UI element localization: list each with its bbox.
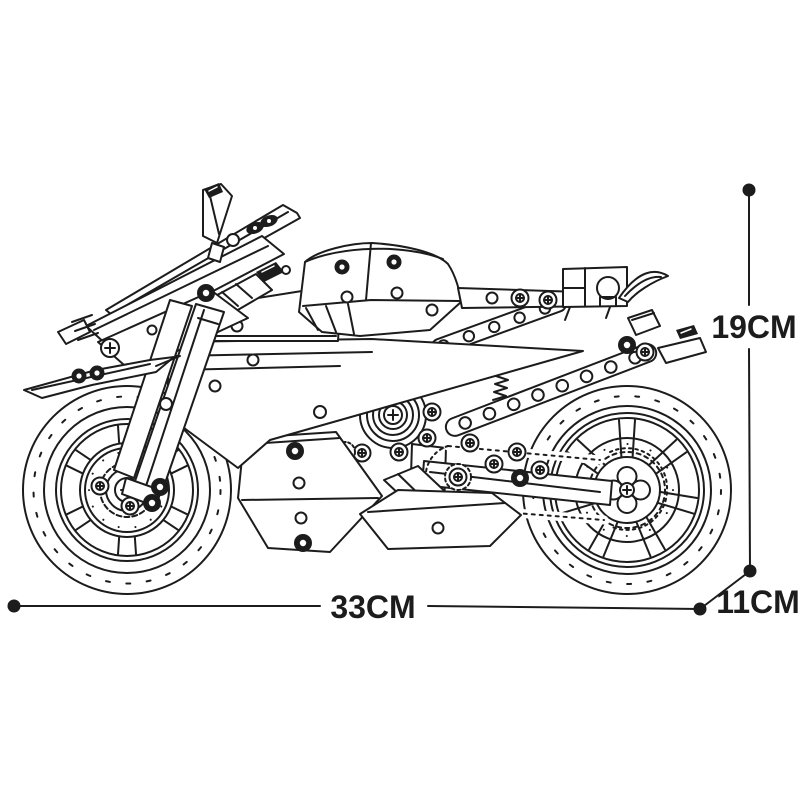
- front-fender: [23, 355, 181, 399]
- rear-shock-spring: [492, 375, 509, 401]
- dimension-dot: [742, 183, 756, 197]
- width-dimension: 33CM: [7, 589, 707, 625]
- tail-unit: [562, 266, 707, 364]
- fuel-tank: [298, 242, 462, 337]
- front-tire-tread: [32, 395, 222, 585]
- mirror-blade: [202, 183, 233, 263]
- depth-label: 11CM: [716, 584, 800, 620]
- rear-subframe: [430, 294, 658, 437]
- rear-sprocket: [588, 451, 666, 529]
- depth-dimension: 11CM: [699, 570, 800, 620]
- rear-tire-tread: [532, 395, 722, 585]
- dimension-dot: [7, 599, 21, 613]
- height-label: 19CM: [711, 309, 796, 345]
- exhaust-belly-pan: [359, 465, 522, 550]
- width-label: 33CM: [330, 589, 415, 625]
- height-dimension: 19CM: [711, 183, 797, 578]
- front-fork: [113, 299, 225, 512]
- lower-fairing: [237, 431, 383, 553]
